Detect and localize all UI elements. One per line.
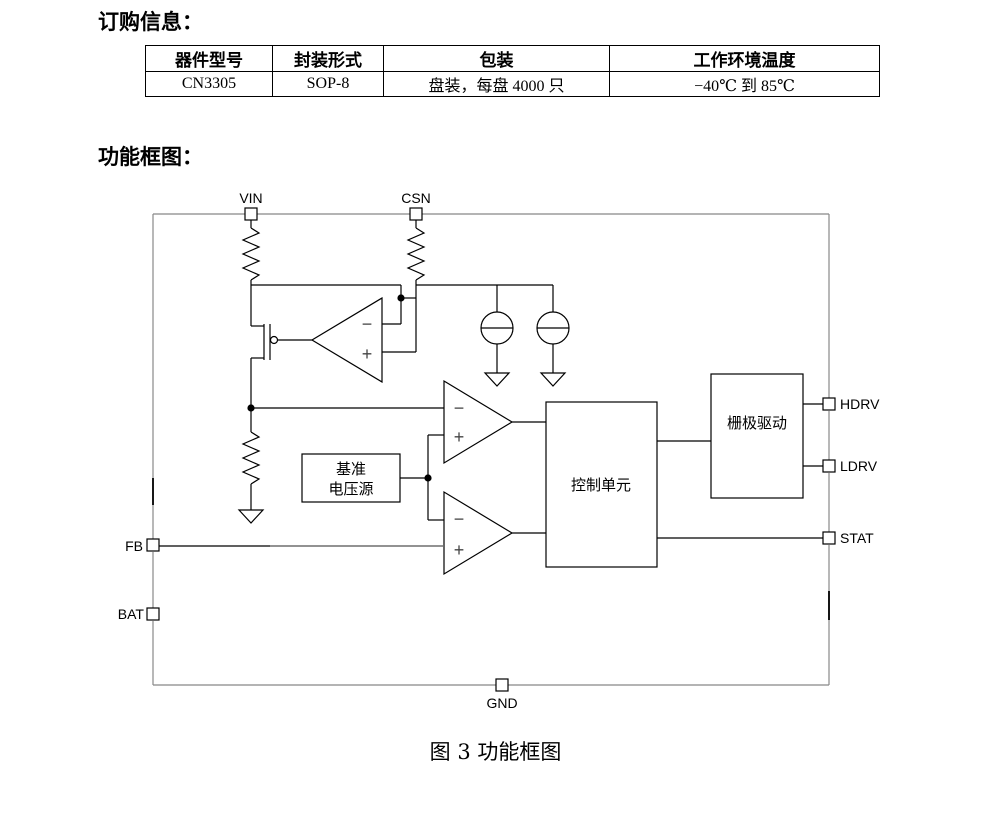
pin-fb-label: FB: [125, 538, 143, 554]
reference-block-label-line2: 电压源: [328, 481, 373, 498]
pin-ldrv-label: LDRV: [840, 458, 878, 474]
pin-bat-pad: [146, 607, 160, 621]
pmos-transistor: [250, 285, 312, 360]
table-header-row: 器件型号 封装形式 包装 工作环境温度: [145, 45, 880, 72]
comp-bottom-minus-symbol: −: [454, 509, 465, 529]
pin-gnd-label: GND: [486, 695, 517, 711]
pin-ldrv-pad: [822, 459, 836, 473]
ordering-table: 器件型号 封装形式 包装 工作环境温度 CN3305 SOP-8 盘装，每盘 4…: [145, 45, 880, 97]
comp-bottom-plus-symbol: +: [454, 540, 465, 560]
junction-dots: [247, 294, 432, 482]
control-unit-label: 控制单元: [571, 477, 631, 494]
current-sense-amplifier: [310, 296, 383, 384]
vin-resistor: [241, 220, 261, 285]
current-source-1: [480, 285, 514, 387]
pin-csn-pad: [409, 207, 423, 221]
figure-caption: 图 3 功能框图: [429, 740, 562, 764]
pin-hdrv-label: HDRV: [840, 396, 880, 412]
amp-plus-symbol: +: [362, 344, 373, 364]
reference-block-label-line1: 基准: [336, 461, 366, 478]
gate-driver-block: [710, 373, 804, 499]
pin-bat-label: BAT: [118, 606, 145, 622]
ordering-heading: 订购信息：: [98, 10, 203, 34]
current-source-2: [536, 285, 570, 387]
column-header-package: 封装形式: [272, 45, 384, 72]
amp-minus-symbol: −: [362, 314, 373, 334]
column-header-part-number: 器件型号: [145, 45, 273, 72]
comp-top-plus-symbol: +: [454, 427, 465, 447]
csn-resistor: [406, 220, 426, 285]
cell-package: SOP-8: [272, 71, 384, 97]
pin-gnd-pad: [495, 678, 509, 692]
pin-vin-pad: [244, 207, 258, 221]
feedback-resistor: [237, 428, 265, 524]
gate-driver-label: 栅极驱动: [727, 415, 787, 432]
cell-part-number: CN3305: [145, 71, 273, 97]
cell-packing: 盘装，每盘 4000 只: [383, 71, 610, 97]
pin-vin-label: VIN: [239, 190, 262, 206]
chip-outline: [152, 213, 830, 686]
comp-top-minus-symbol: −: [454, 398, 465, 418]
cell-temperature: −40℃ 到 85℃: [609, 71, 880, 97]
pin-fb-pad: [146, 538, 160, 552]
pin-stat-pad: [822, 531, 836, 545]
pin-csn-label: CSN: [401, 190, 431, 206]
table-row: CN3305 SOP-8 盘装，每盘 4000 只 −40℃ 到 85℃: [145, 71, 880, 97]
comparator-bottom: [443, 490, 514, 576]
pin-hdrv-pad: [822, 397, 836, 411]
column-header-packing: 包装: [383, 45, 610, 72]
function-heading: 功能框图：: [98, 145, 203, 169]
pin-stat-label: STAT: [840, 530, 874, 546]
control-unit-block: [545, 401, 658, 568]
comparator-top: [443, 379, 514, 465]
